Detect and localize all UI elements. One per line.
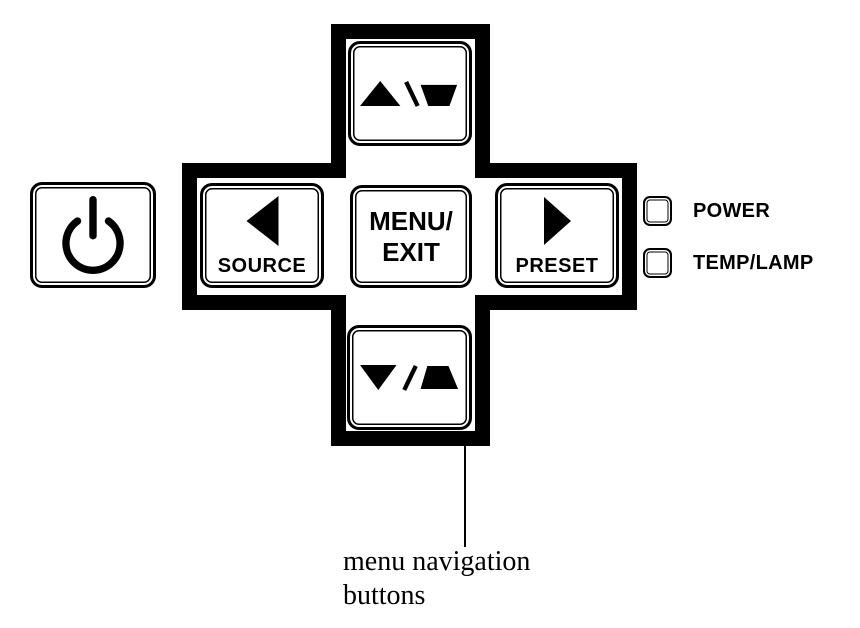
menu-exit-line2: EXIT bbox=[382, 236, 440, 267]
preset-button[interactable]: PRESET bbox=[495, 183, 619, 288]
temp-lamp-led-icon bbox=[643, 248, 672, 278]
triangle-right-icon bbox=[498, 186, 616, 256]
annotation-caption: menu navigation buttons bbox=[343, 545, 530, 613]
triangle-down-and-keystone-icon bbox=[350, 328, 469, 427]
menu-exit-line1: MENU/ bbox=[369, 205, 453, 236]
power-led-icon bbox=[643, 196, 672, 226]
menu-exit-label: MENU/EXIT bbox=[369, 206, 453, 268]
down-keystone-button[interactable] bbox=[347, 325, 472, 430]
power-indicator-row: POWER bbox=[643, 196, 770, 226]
source-button[interactable]: SOURCE bbox=[200, 183, 324, 288]
annotation-pointer-line bbox=[464, 446, 466, 547]
up-keystone-button[interactable] bbox=[348, 41, 472, 146]
preset-button-label: PRESET bbox=[515, 255, 599, 277]
power-icon bbox=[33, 185, 153, 285]
temp-lamp-indicator-label: TEMP/LAMP bbox=[693, 251, 814, 274]
triangle-up-and-keystone-icon bbox=[351, 44, 469, 143]
menu-exit-button[interactable]: MENU/EXIT bbox=[350, 185, 472, 288]
temp-lamp-indicator-row: TEMP/LAMP bbox=[643, 248, 813, 278]
annotation-caption-line2: buttons bbox=[343, 580, 426, 611]
triangle-left-icon bbox=[203, 186, 321, 256]
power-button[interactable] bbox=[30, 182, 156, 288]
annotation-caption-line1: menu navigation bbox=[343, 546, 531, 577]
power-indicator-label: POWER bbox=[693, 199, 771, 222]
source-button-label: SOURCE bbox=[217, 255, 307, 277]
